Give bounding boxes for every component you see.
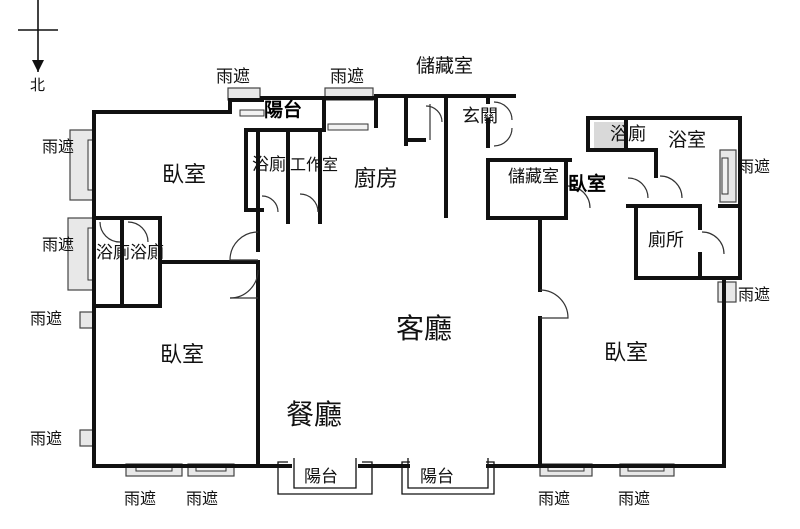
canopy-label: 雨遮 — [738, 285, 770, 304]
balcony-label: 陽台 — [420, 467, 454, 487]
workroom-label: 工作室 — [290, 155, 338, 174]
compass-label: 北 — [30, 76, 45, 94]
north-arrow-icon — [18, 0, 58, 72]
balcony-label: 陽台 — [264, 98, 302, 121]
canopy-label: 雨遮 — [30, 429, 62, 448]
kitchen-label: 廚房 — [354, 167, 398, 192]
toilet-label: 廁所 — [648, 229, 684, 251]
bath-label: 浴廁 — [96, 242, 130, 263]
walls — [92, 94, 742, 468]
south-balconies — [277, 458, 495, 495]
canopy-group — [67, 87, 737, 477]
living-room-label: 客廳 — [396, 312, 452, 345]
foyer-label: 玄關 — [462, 106, 498, 127]
bath-label: 浴廁 — [130, 242, 164, 263]
bedroom-label: 臥室 — [568, 172, 606, 195]
canopy-label: 雨遮 — [124, 489, 156, 508]
storage-label: 儲藏室 — [416, 55, 473, 77]
canopy-label: 雨遮 — [618, 489, 650, 508]
balcony-label: 陽台 — [304, 467, 338, 487]
canopy-label: 雨遮 — [738, 157, 770, 176]
storage-label: 儲藏室 — [508, 167, 559, 187]
bedroom-label: 臥室 — [604, 341, 648, 366]
canopy-label: 雨遮 — [42, 235, 74, 254]
canopy-label: 雨遮 — [42, 137, 74, 156]
bath-label: 浴廁 — [252, 154, 286, 175]
doors — [99, 101, 725, 319]
canopy-label: 雨遮 — [30, 309, 62, 328]
bedroom-label: 臥室 — [162, 163, 206, 188]
bedroom-label: 臥室 — [160, 343, 204, 368]
canopy-label: 雨遮 — [186, 489, 218, 508]
bath-label: 浴室 — [668, 129, 706, 151]
bath-ne-shade — [594, 122, 624, 148]
canopy-label: 雨遮 — [216, 67, 250, 87]
canopy-label: 雨遮 — [538, 489, 570, 508]
dining-room-label: 餐廳 — [286, 398, 342, 431]
room-labels: 雨遮 雨遮 儲藏室 陽台 玄關 浴廁 浴室 雨遮 雨遮 臥室 浴廁 工作室 廚房… — [30, 55, 770, 508]
canopy-label: 雨遮 — [330, 67, 364, 87]
bath-label: 浴廁 — [610, 123, 646, 145]
